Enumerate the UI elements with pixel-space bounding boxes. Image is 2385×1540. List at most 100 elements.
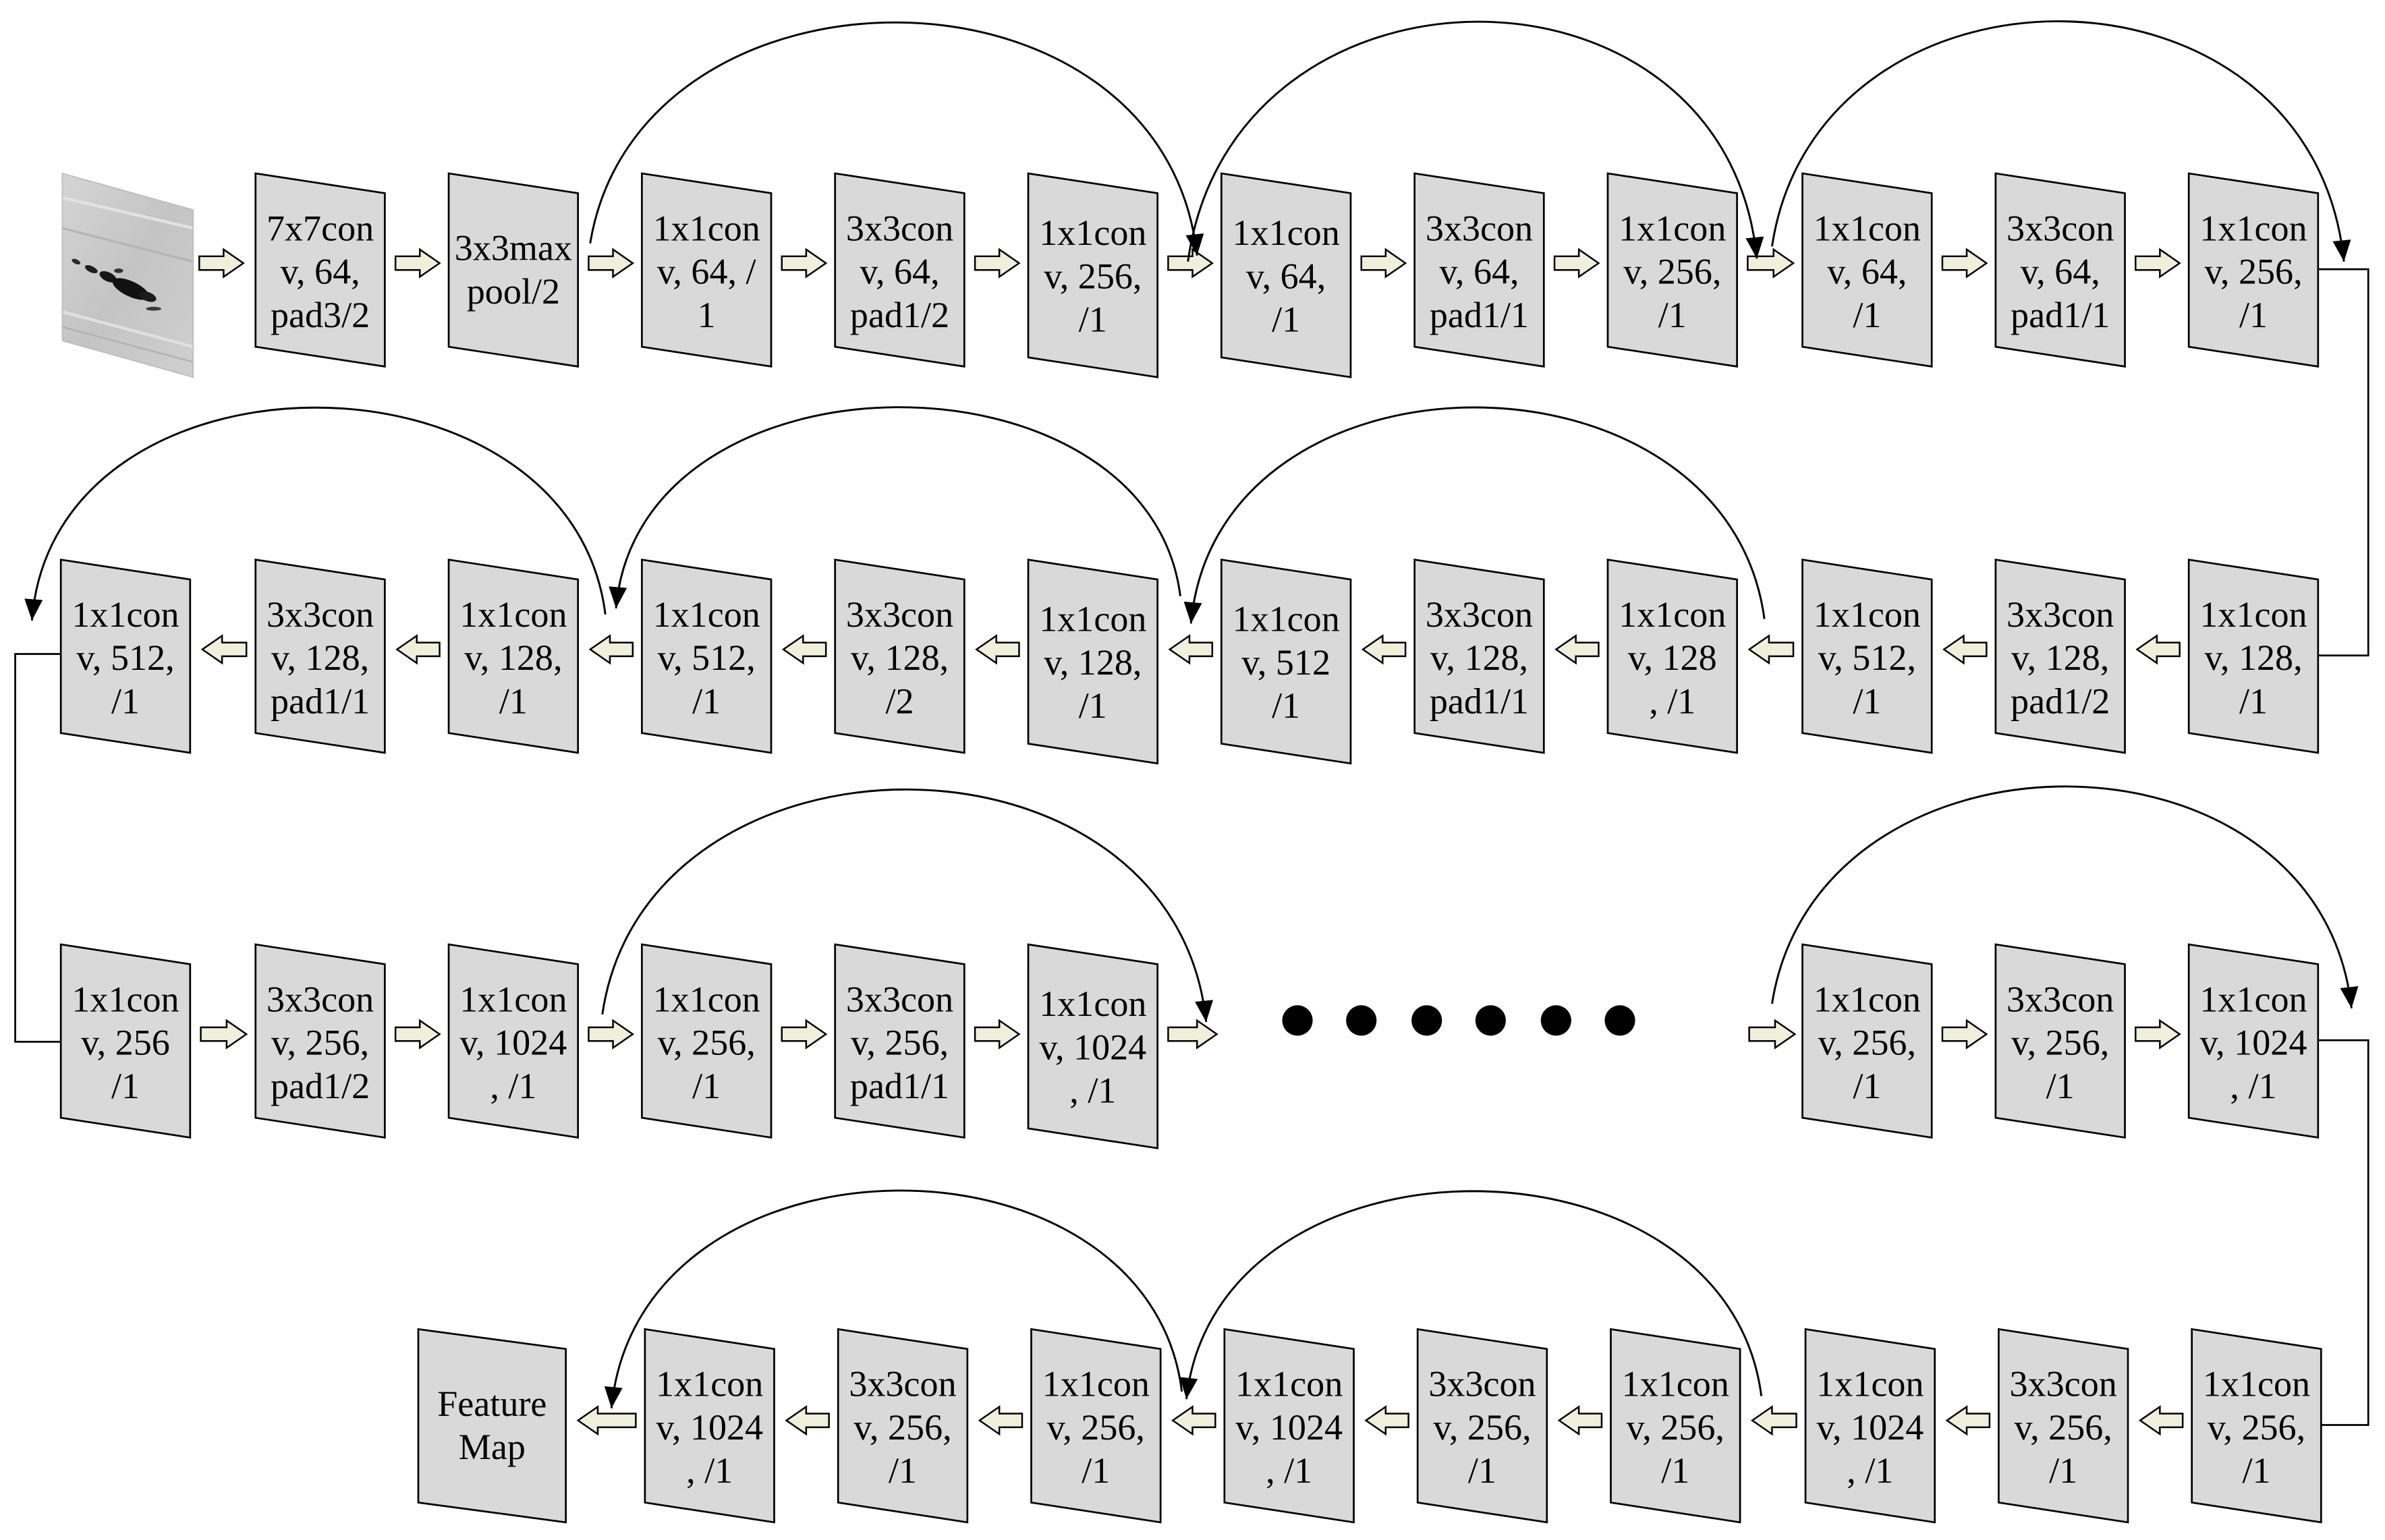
layer-label-line: , /1: [1069, 1071, 1116, 1111]
layer-box-shape: [59, 943, 192, 1139]
layer-box-shape: [2187, 559, 2320, 754]
layer-label-line: 3x3con: [849, 1364, 956, 1404]
skip-connection-arrow: [1187, 20, 1764, 262]
layer-label-line: pad1/1: [850, 1066, 949, 1106]
flow-arrow: [395, 634, 441, 665]
layer-box-shape: [2187, 172, 2320, 368]
layer-label-line: /1: [1853, 295, 1881, 335]
layer-label-line: v, 256,: [853, 1407, 951, 1448]
layer-label-line: 7x7con: [266, 208, 374, 248]
flow-arrow: [1750, 1405, 1797, 1436]
layer-label-line: /1: [1661, 1450, 1689, 1491]
layer-label-line: v, 256,: [2204, 252, 2302, 292]
flow-arrow: [588, 634, 634, 665]
layer-label-line: /1: [1853, 681, 1881, 721]
layer-box-shape: [447, 172, 580, 368]
layer-box-shape: [1606, 559, 1738, 754]
layer-label-line: v, 512: [1241, 642, 1330, 683]
layer-label-line: /1: [2239, 681, 2268, 721]
flow-arrow: [978, 1405, 1023, 1436]
skip-connection-arrow: [601, 788, 1213, 1023]
layer-label-line: /1: [1079, 300, 1107, 340]
layer-label-line: v, 256,: [1433, 1407, 1531, 1448]
layer-box-shape: [2191, 1328, 2322, 1524]
flow-arrow: [785, 1405, 830, 1436]
layer-box-shape: [1801, 559, 1933, 754]
layer-box-shape: [1223, 1328, 1355, 1524]
ellipsis-dot: [1346, 1005, 1377, 1036]
flow-arrow: [1167, 1019, 1218, 1050]
layer-box-shape: [1416, 1328, 1548, 1524]
layer-label-line: /1: [692, 1066, 721, 1106]
layer-label-line: 1x1con: [2199, 594, 2307, 635]
layer-label-line: 3x3con: [2010, 1364, 2117, 1404]
skip-connection-arrow: [1771, 20, 2351, 262]
layer-label-line: 1x1con: [1039, 983, 1146, 1024]
layer-label-line: pad1/1: [1430, 681, 1529, 721]
ellipsis: [1282, 1005, 1635, 1036]
ellipsis-dot: [1475, 1005, 1506, 1036]
flow-arrow: [1361, 634, 1407, 665]
flow-arrow: [200, 1019, 248, 1050]
flow-arrow: [1747, 634, 1795, 665]
layer-box-shape: [641, 172, 773, 368]
layer-label-line: v, 128,: [1044, 642, 1142, 683]
layer-box-shape: [447, 943, 580, 1139]
layer-label-line: v, 512,: [1818, 637, 1916, 678]
layer-label-line: /1: [111, 681, 140, 721]
layer-label-line: /1: [1853, 1066, 1881, 1106]
layer-label-line: /1: [499, 681, 528, 721]
layer-box-shape: [1413, 172, 1545, 368]
layer-label-line: v, 64,: [1827, 252, 1907, 292]
layer-label-line: 3x3con: [2007, 594, 2114, 635]
layer-box-shape: [1998, 1328, 2129, 1524]
layer-label-line: v, 256,: [2011, 1023, 2109, 1063]
layer-label-line: , /1: [1649, 681, 1695, 721]
flow-arrow: [588, 248, 635, 279]
layer-label-line: 3x3max: [455, 228, 572, 268]
skip-connection-arrow: [1179, 1190, 1763, 1400]
layer-label-line: pad1/1: [271, 681, 370, 721]
layer-box-shape: [834, 943, 965, 1139]
flow-arrow: [974, 1019, 1021, 1050]
layer-label-line: 1x1con: [2199, 208, 2307, 248]
flow-arrow: [1171, 1405, 1216, 1436]
layer-box-shape: [1030, 1328, 1162, 1524]
flow-arrow: [975, 634, 1020, 665]
flow-arrow: [974, 248, 1021, 279]
layer-label-line: 1x1con: [1042, 1364, 1150, 1404]
layer-label-line: 3x3con: [2007, 208, 2114, 248]
layer-label-line: /1: [2242, 1450, 2270, 1491]
row-connector-line: [14, 653, 61, 1043]
layer-label-line: v, 512,: [76, 637, 174, 678]
layer-label-line: 3x3con: [266, 979, 374, 1019]
layer-label-line: v, 1024: [459, 1023, 567, 1063]
layer-box-shape: [1801, 172, 1933, 368]
layer-label-line: v, 64,: [2021, 252, 2100, 292]
layer-label-line: 1x1con: [1233, 212, 1340, 253]
flow-arrow: [1553, 248, 1600, 279]
layer-label-line: v, 128,: [271, 637, 369, 678]
layer-label-line: v, 128,: [851, 637, 949, 678]
layer-box-shape: [417, 1328, 567, 1524]
layer-label-line: 3x3con: [266, 594, 374, 635]
layer-label-line: v, 256,: [1044, 256, 1142, 296]
layer-box-shape: [254, 172, 386, 368]
layer-label-line: pad1/2: [850, 295, 949, 335]
